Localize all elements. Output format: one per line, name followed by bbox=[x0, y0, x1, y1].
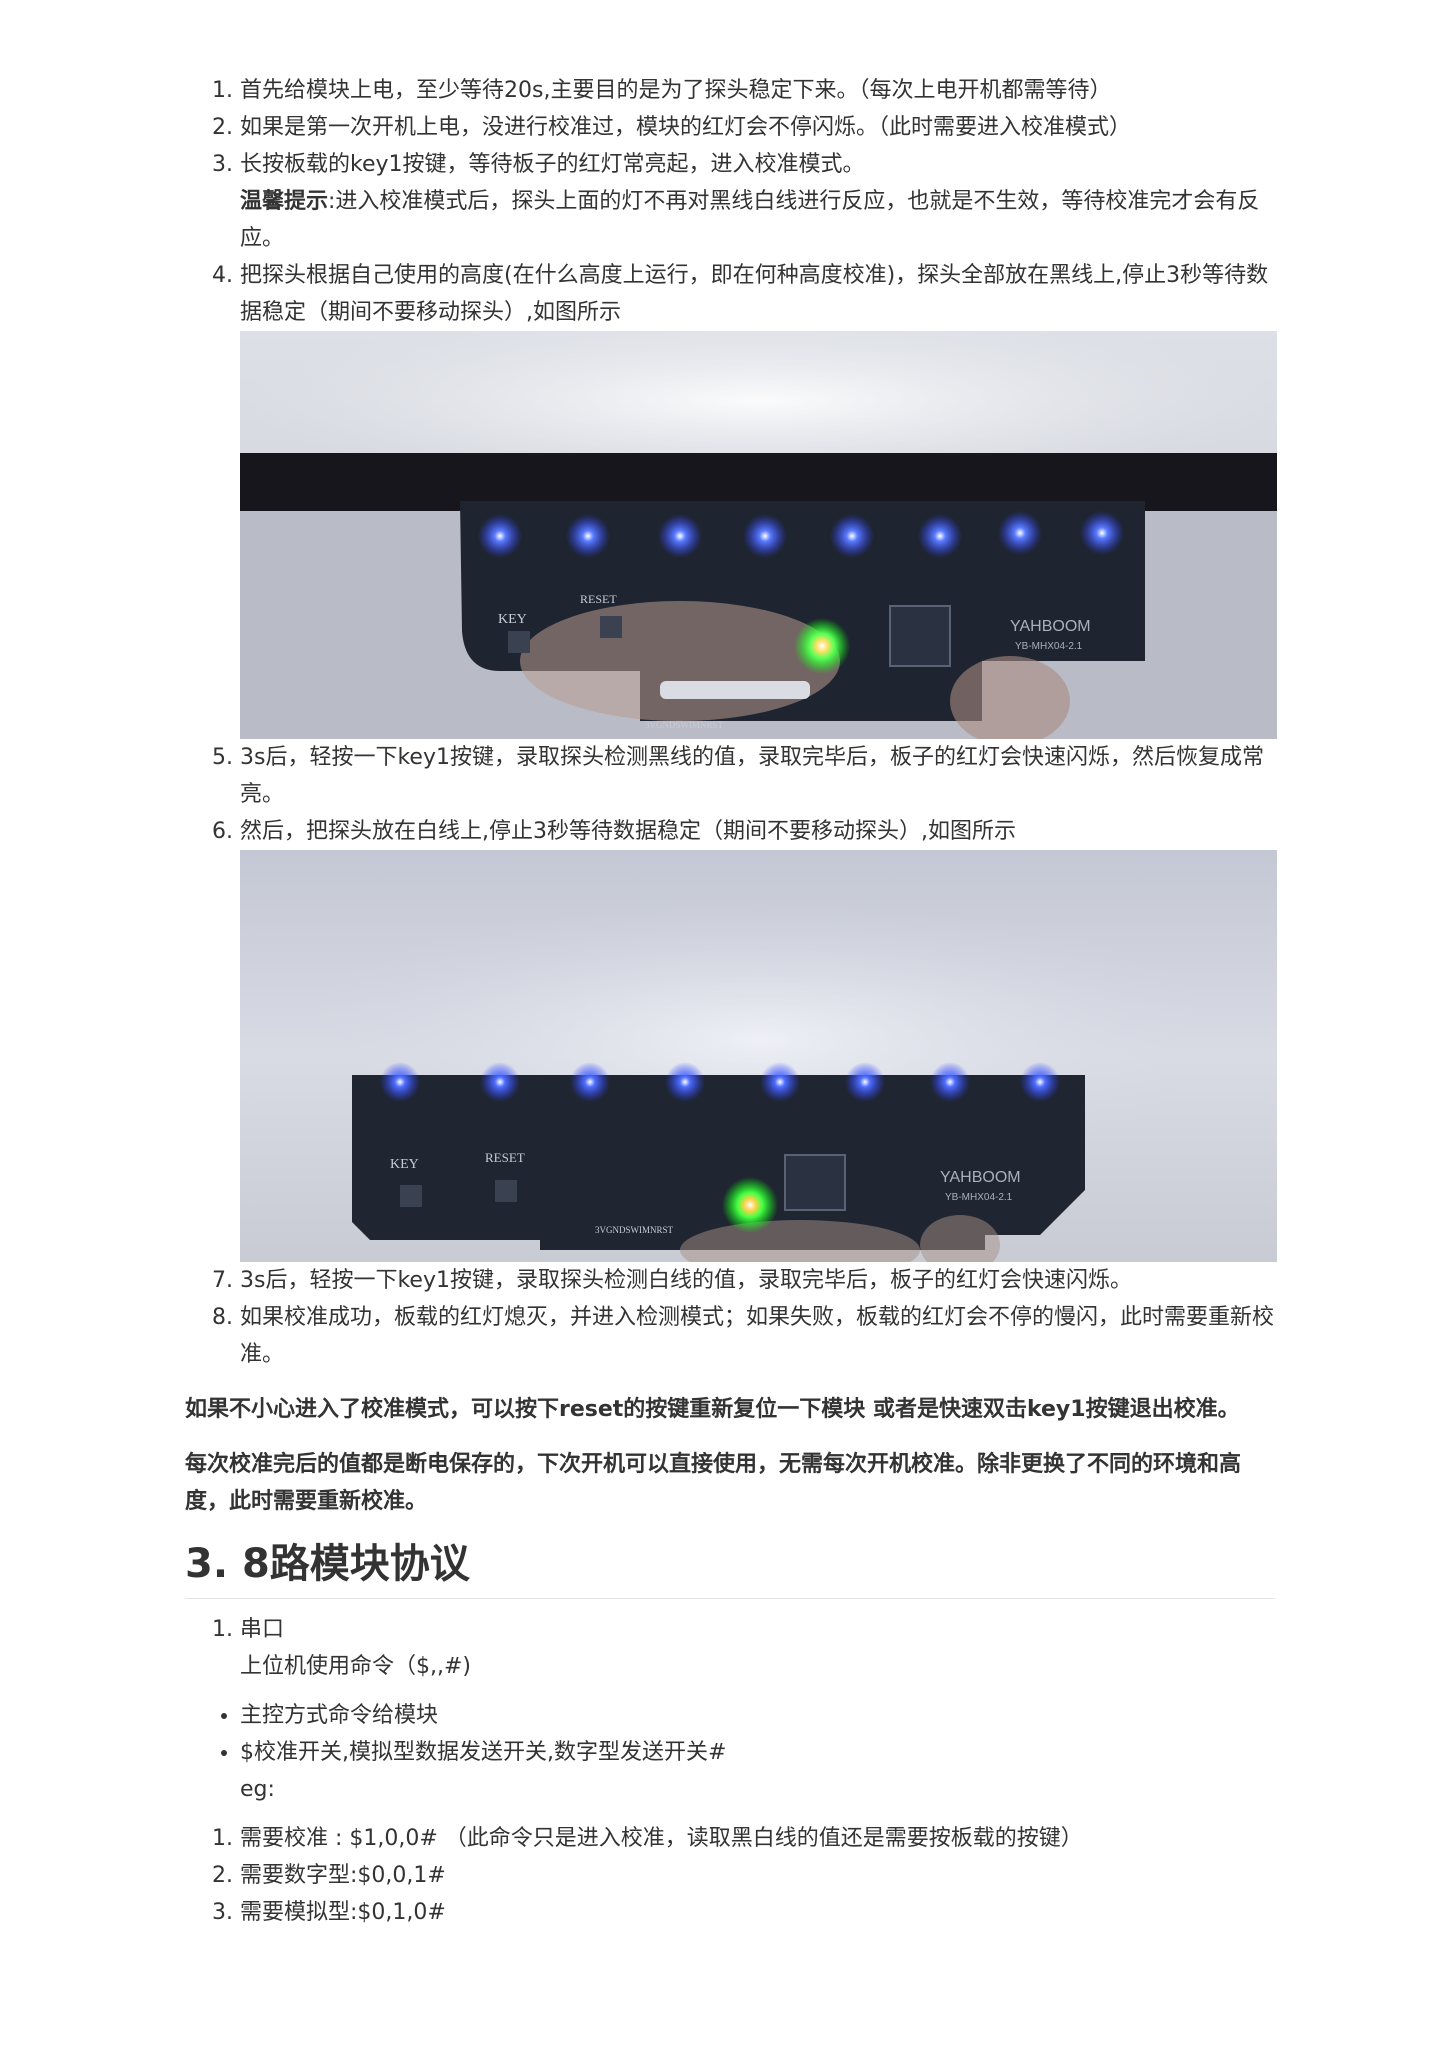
bullet-sub: eg: bbox=[240, 1777, 275, 1802]
reset-silkscreen: RESET bbox=[485, 1150, 525, 1165]
sensor-board-on-black-line-image: KEY RESET YAHBOOM YB-MHX04-2.1 3VGNDSWIM… bbox=[240, 331, 1277, 739]
key-silkscreen: KEY bbox=[390, 1157, 419, 1172]
command-bullets: 主控方式命令给模块 $校准开关,模拟型数据发送开关,数字型发送开关# eg: bbox=[185, 1697, 1275, 1808]
step-8: 如果校准成功，板载的红灯熄灭，并进入检测模式；如果失败，板载的红灯会不停的慢闪，… bbox=[240, 1299, 1275, 1373]
pins-silkscreen: 3VGNDSWIMNRST bbox=[595, 1225, 674, 1235]
section-heading: 3. 8路模块协议 bbox=[185, 1536, 1275, 1599]
brand-silkscreen: YAHBOOM bbox=[940, 1169, 1021, 1186]
key-silkscreen: KEY bbox=[498, 612, 527, 627]
step-4: 把探头根据自己使用的高度(在什么高度上运行，即在何种高度校准)，探头全部放在黑线… bbox=[240, 257, 1277, 739]
sensor-board-on-white-line-image: KEY RESET YAHBOOM YB-MHX04-2.1 3VGNDSWIM… bbox=[240, 850, 1277, 1262]
bullet-item: $校准开关,模拟型数据发送开关,数字型发送开关# eg: bbox=[240, 1734, 1275, 1808]
command-examples: 需要校准 : $1,0,0# （此命令只是进入校准，读取黑白线的值还是需要按板载… bbox=[185, 1820, 1275, 1931]
example-item: 需要数字型:$0,0,1# bbox=[240, 1857, 1275, 1894]
bullet-item: 主控方式命令给模块 bbox=[240, 1697, 1275, 1734]
step-1: 首先给模块上电，至少等待20s,主要目的是为了探头稳定下来。（每次上电开机都需等… bbox=[240, 72, 1275, 109]
tip-text: :进入校准模式后，探头上面的灯不再对黑线白线进行反应，也就是不生效，等待校准完才… bbox=[240, 189, 1260, 251]
tip-label: 温馨提示 bbox=[240, 189, 329, 214]
photo-white-line-calibration: KEY RESET YAHBOOM YB-MHX04-2.1 3VGNDSWIM… bbox=[240, 850, 1277, 1262]
model-silkscreen: YB-MHX04-2.1 bbox=[1015, 641, 1083, 652]
example-item: 需要模拟型:$0,1,0# bbox=[240, 1894, 1275, 1931]
photo-black-line-calibration: KEY RESET YAHBOOM YB-MHX04-2.1 3VGNDSWIM… bbox=[240, 331, 1277, 739]
protocol-item-sub: 上位机使用命令（$,,#) bbox=[240, 1654, 472, 1679]
document-page: 首先给模块上电，至少等待20s,主要目的是为了探头稳定下来。（每次上电开机都需等… bbox=[185, 72, 1277, 1931]
step-7: 3s后，轻按一下key1按键，录取探头检测白线的值，录取完毕后，板子的红灯会快速… bbox=[240, 1262, 1275, 1299]
note-saved-values: 每次校准完后的值都是断电保存的，下次开机可以直接使用，无需每次开机校准。除非更换… bbox=[185, 1452, 1242, 1514]
probe-leds bbox=[478, 511, 1124, 674]
protocol-item-serial: 串口 上位机使用命令（$,,#) bbox=[240, 1611, 1275, 1685]
step-3: 长按板载的key1按键，等待板子的红灯常亮起，进入校准模式。 温馨提示:进入校准… bbox=[240, 146, 1275, 257]
step-6: 然后，把探头放在白线上,停止3秒等待数据稳定（期间不要移动探头）,如图所示 bbox=[240, 813, 1277, 1262]
probe-leds bbox=[380, 1062, 1060, 1233]
model-silkscreen: YB-MHX04-2.1 bbox=[945, 1192, 1013, 1203]
protocol-list: 串口 上位机使用命令（$,,#) bbox=[185, 1611, 1275, 1685]
step-5: 3s后，轻按一下key1按键，录取探头检测黑线的值，录取完毕后，板子的红灯会快速… bbox=[240, 739, 1275, 813]
note-exit-calibration: 如果不小心进入了校准模式，可以按下reset的按键重新复位一下模块 或者是快速双… bbox=[185, 1397, 1240, 1422]
example-item: 需要校准 : $1,0,0# （此命令只是进入校准，读取黑白线的值还是需要按板载… bbox=[240, 1820, 1275, 1857]
pins-silkscreen: 3VGNDSWIMNRST bbox=[645, 720, 724, 730]
tip-paragraph: 温馨提示:进入校准模式后，探头上面的灯不再对黑线白线进行反应，也就是不生效，等待… bbox=[240, 183, 1275, 257]
calibration-steps-list: 首先给模块上电，至少等待20s,主要目的是为了探头稳定下来。（每次上电开机都需等… bbox=[185, 72, 1277, 1373]
step-2: 如果是第一次开机上电，没进行校准过，模块的红灯会不停闪烁。（此时需要进入校准模式… bbox=[240, 109, 1275, 146]
brand-silkscreen: YAHBOOM bbox=[1010, 618, 1091, 635]
reset-silkscreen: RESET bbox=[580, 592, 617, 606]
